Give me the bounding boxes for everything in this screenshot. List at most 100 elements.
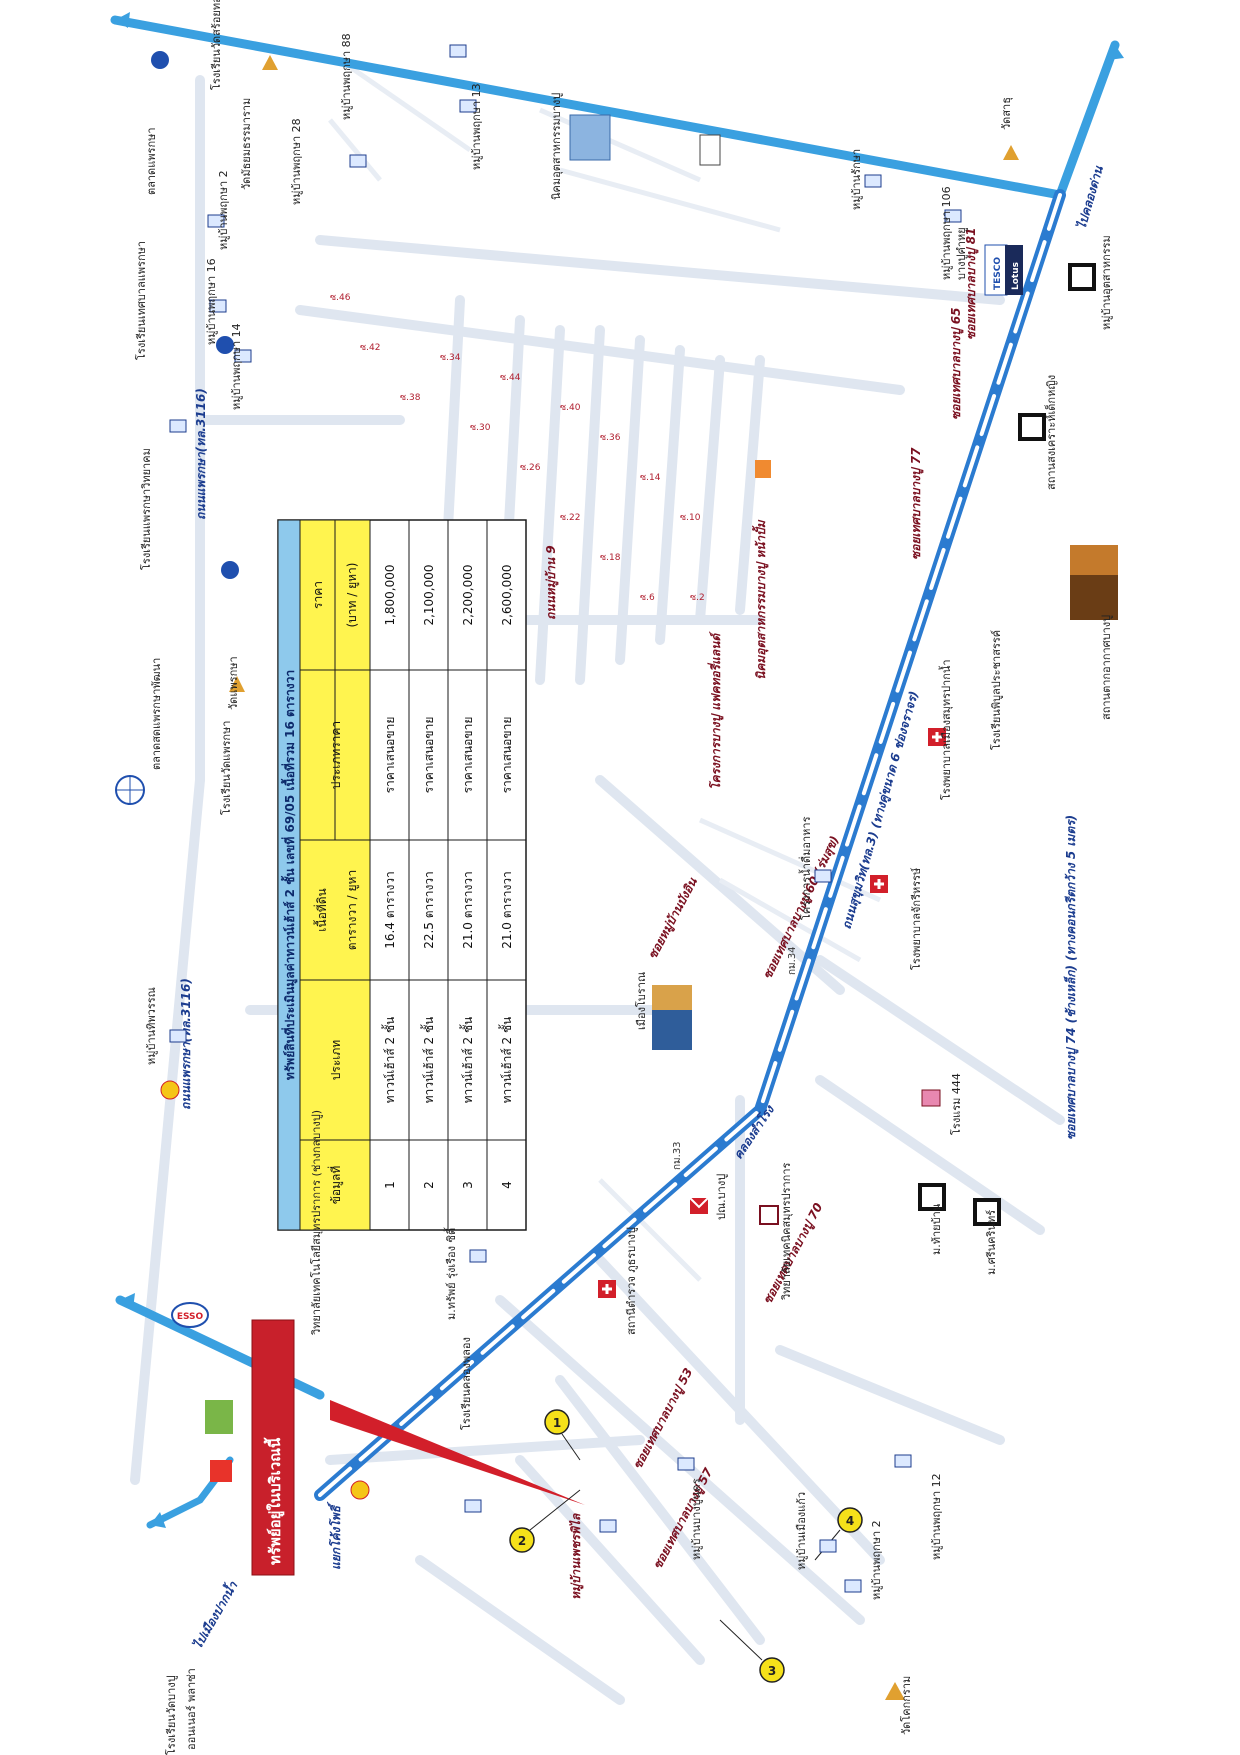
place-label: หมู่บ้านพฤกษา 106	[940, 186, 953, 280]
table-cell-type: ทาวน์เฮ้าส์ 2 ชั้น	[498, 1017, 514, 1104]
table-header-price: ราคา	[311, 581, 325, 609]
table-cell-type: ทาวน์เฮ้าส์ 2 ชั้น	[420, 1017, 436, 1104]
svg-text:1: 1	[553, 1416, 561, 1430]
place-label: โรงเรียนคลองพลอง	[459, 1337, 473, 1430]
svg-text:ซ.38: ซ.38	[400, 393, 421, 403]
tesco-lotus-logo: TESCO Lotus	[984, 244, 1023, 296]
road-label-soi-65: ซอยเทศบาลบางปู 65	[949, 308, 964, 420]
place-label: วิทยาลัยเทคโนโลยีสมุทรปราการ (ช่างกลบางป…	[309, 1110, 323, 1336]
place-label: เมืองโบราณ	[634, 972, 648, 1030]
svg-text:ซ.10: ซ.10	[680, 513, 701, 523]
table-cell-area: 21.0 ตารางวา	[461, 871, 475, 949]
place-label: บางปูคำหยู	[955, 227, 968, 280]
place-label: หมู่บ้านทิพวรรณ	[145, 987, 158, 1065]
table-header-area: เนื้อที่ดิน	[313, 888, 329, 931]
road-label-soi-81: ซอยเทศบาลบางปู 81	[964, 228, 979, 340]
road-label-thaiban: ซอยเทศบาลบางปู 74 (ช้างเหล็ก) (ทางคอนกรี…	[1063, 815, 1079, 1140]
table-cell-price: 2,200,000	[461, 564, 475, 625]
marker-1[interactable]: 1	[544, 1409, 581, 1461]
place-label: หมู่บ้านบางปูนคร	[690, 1478, 703, 1560]
table-cell-type: ทาวน์เฮ้าส์ 2 ชั้น	[459, 1017, 475, 1104]
sukhumvit-road-inner	[318, 193, 1062, 1497]
svg-text:ซ.36: ซ.36	[600, 433, 621, 443]
place-label: หมู่บ้านพฤกษา 88	[340, 33, 353, 120]
table-cell-price-type: ราคาเสนอขาย	[500, 717, 514, 794]
photo-icon	[1070, 545, 1118, 620]
place-label: หมู่บ้านรักษา	[850, 149, 863, 210]
svg-text:ซ.40: ซ.40	[560, 403, 581, 413]
marker-3[interactable]: 3	[719, 1619, 785, 1683]
place-label: โรงเรียนแพรกษาวิทยาคม	[139, 448, 153, 570]
svg-text:ซ.46: ซ.46	[330, 293, 351, 303]
temple-icon	[229, 55, 1019, 1700]
table-cell-no: 3	[461, 1181, 475, 1189]
place-label: สถานสงเคราะห์เด็กหญิง	[1044, 375, 1058, 490]
table-row: 2 ทาวน์เฮ้าส์ 2 ชั้น 22.5 ตารางวา ราคาเส…	[420, 564, 436, 1188]
place-label: วัดแพรกษา	[227, 656, 240, 710]
road-label-to-pak-nam: ไปเมืองปากน้ำ	[189, 1577, 241, 1651]
hospital-icon	[870, 875, 888, 893]
place-label: ม.ทรัพย์ รุ่งเรือง ซิตี้	[443, 1227, 458, 1320]
place-label: โรงเรียนวัดแพรกษา	[219, 721, 233, 815]
table-header-price-unit: (บาท / ยูหา)	[345, 563, 360, 628]
local-streets	[328, 57, 882, 1282]
place-label: หมู่บ้านพฤกษา 2	[217, 170, 230, 250]
place-label: นิคมอุตสาหกรรมบางปู	[550, 93, 563, 200]
landmark-squares	[918, 263, 1096, 1226]
svg-text:ซ.42: ซ.42	[360, 343, 380, 353]
place-label: โรงพยาบาลเมืองสมุทรปากน้ำ	[938, 659, 953, 800]
place-label: โครงการน้ำดื่มอาหาร	[798, 816, 813, 920]
svg-text:ซ.44: ซ.44	[500, 373, 521, 383]
place-label: วัดสาธุ	[1000, 97, 1013, 130]
place-label: สถานีตำรวจ ภูธรบางปู	[625, 1227, 638, 1335]
road-label-soi-9: ถนนหมู่บ้าน 9	[544, 545, 559, 620]
table-header-price-type: ประเภทราคา	[329, 721, 343, 789]
table-cell-area: 16.4 ตารางวา	[383, 871, 397, 949]
svg-text:ซ.14: ซ.14	[640, 473, 661, 483]
post-office-icon	[689, 1197, 709, 1214]
title-text: ทรัพย์อยู่ในบริเวณนี้	[263, 1437, 285, 1565]
table-header-area-unit: ตารางวา / ยูหา	[345, 870, 360, 950]
table-cell-no: 4	[500, 1181, 514, 1189]
place-label: โรงแรม 444	[949, 1073, 963, 1135]
place-label: ม.ศรีนครินทร์	[985, 1210, 998, 1275]
info-icon	[755, 460, 771, 478]
place-label: วัดโคกกราม	[899, 1676, 913, 1735]
hotel-icon	[921, 1089, 941, 1107]
gas-station-icon	[151, 51, 370, 1500]
svg-text:Lotus: Lotus	[1011, 262, 1021, 290]
place-label: กม.33	[672, 1141, 683, 1170]
svg-text:2: 2	[518, 1534, 526, 1548]
svg-text:ซ.30: ซ.30	[470, 423, 491, 433]
arrow-icons	[115, 12, 1124, 1528]
svg-text:ESSO: ESSO	[177, 1312, 204, 1322]
place-label: โครงการบางปู แฟคทอรี่แลนด์	[707, 631, 724, 790]
globe-icon	[115, 775, 145, 805]
canal-top	[110, 15, 1065, 200]
canal-khlong-dan	[1055, 40, 1120, 200]
minor-roads	[130, 75, 1065, 1705]
marker-4[interactable]: 4	[814, 1507, 863, 1561]
table-cell-price-type: ราคาเสนอขาย	[383, 717, 397, 794]
svg-text:ซ.26: ซ.26	[520, 463, 541, 473]
table-cell-price: 2,100,000	[422, 564, 436, 625]
esso-logo: ESSO	[171, 1302, 209, 1328]
place-label: ปณ.บางปู	[715, 1174, 728, 1220]
road-label-soi-77: ซอยเทศบาลบางปู 77	[909, 447, 924, 560]
place-label: หมู่บ้านเมืองแก้ว	[795, 1492, 808, 1570]
table-cell-price: 1,800,000	[383, 564, 397, 625]
table-cell-no: 1	[383, 1181, 397, 1189]
svg-text:3: 3	[768, 1664, 776, 1678]
photo-icon	[652, 985, 692, 1050]
svg-text:ซ.22: ซ.22	[560, 513, 580, 523]
road-label-khlong-dan: ไปคลองด่าน	[1073, 164, 1106, 231]
soi-numbers: ซ.46ซ.42ซ.38 ซ.34ซ.30ซ.26 ซ.22ซ.18ซ.14 ซ…	[330, 293, 705, 603]
marker-2[interactable]: 2	[509, 1489, 581, 1553]
college-icon	[759, 1205, 779, 1225]
police-icon	[598, 1280, 616, 1298]
table-cell-area: 21.0 ตารางวา	[500, 871, 514, 949]
table-cell-price-type: ราคาเสนอขาย	[461, 717, 475, 794]
shell-logo	[205, 1400, 233, 1482]
place-label: แยกโค้งโพธิ์	[327, 1501, 343, 1570]
place-label: หมู่บ้านพฤกษา 12	[930, 1473, 943, 1560]
